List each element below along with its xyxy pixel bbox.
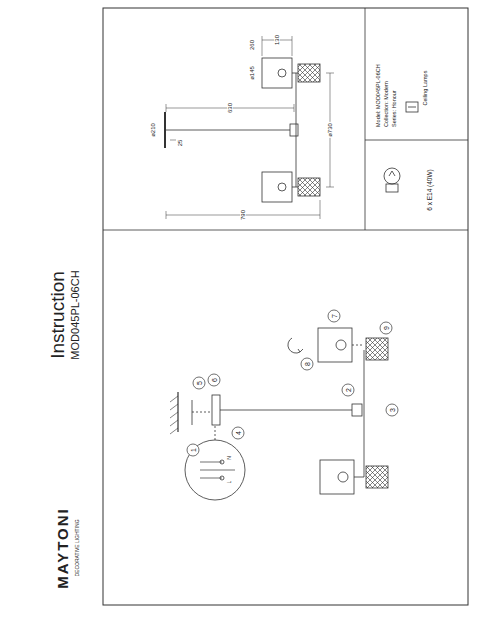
document-title: Instruction — [48, 270, 67, 360]
callout-circle — [386, 404, 398, 416]
dimension: 130 — [274, 34, 280, 46]
callout-number: 9 — [383, 325, 390, 331]
model-info: Collection: Modern — [384, 80, 390, 128]
callout-number: 8 — [304, 361, 311, 367]
callout-circle — [342, 384, 354, 396]
callout-number: 5 — [196, 380, 203, 386]
dimension: 25 — [177, 139, 183, 148]
brand-logo: MAYTONI — [55, 506, 70, 590]
model-info: Model: MOD045PL-06CH — [376, 63, 382, 128]
callout-circle — [187, 444, 199, 456]
model-info: Series: Honour — [392, 89, 398, 128]
dimension: ø730 — [327, 122, 333, 138]
lamp-spec: 6 x E14 (40W) — [427, 168, 434, 212]
callout-number: 4 — [235, 430, 242, 436]
wire-label: N — [227, 455, 232, 461]
model-code: MOD045PL-06CH — [70, 269, 81, 360]
callout-circle — [208, 374, 220, 386]
dimension: ø210 — [150, 122, 156, 138]
callout-circle — [380, 322, 392, 334]
callout-number: 3 — [389, 407, 396, 413]
dimension: ø145 — [249, 65, 255, 81]
callout-number: 6 — [211, 377, 218, 383]
brand-tagline: DECORATIVE LIGHTING — [75, 518, 80, 577]
dimension: 260 — [249, 39, 255, 51]
category-label: Ceiling Lamps — [423, 70, 429, 107]
wire-label: L — [227, 480, 232, 485]
callout-circle — [193, 377, 205, 389]
callout-circle — [232, 427, 244, 439]
callout-number: 1 — [190, 447, 197, 453]
dimension: 790 — [240, 209, 246, 221]
callout-number: 2 — [345, 387, 352, 393]
callout-number: 7 — [331, 313, 338, 319]
callout-circle — [301, 358, 313, 370]
callout-circle — [328, 310, 340, 322]
dimension: 630 — [227, 102, 233, 114]
